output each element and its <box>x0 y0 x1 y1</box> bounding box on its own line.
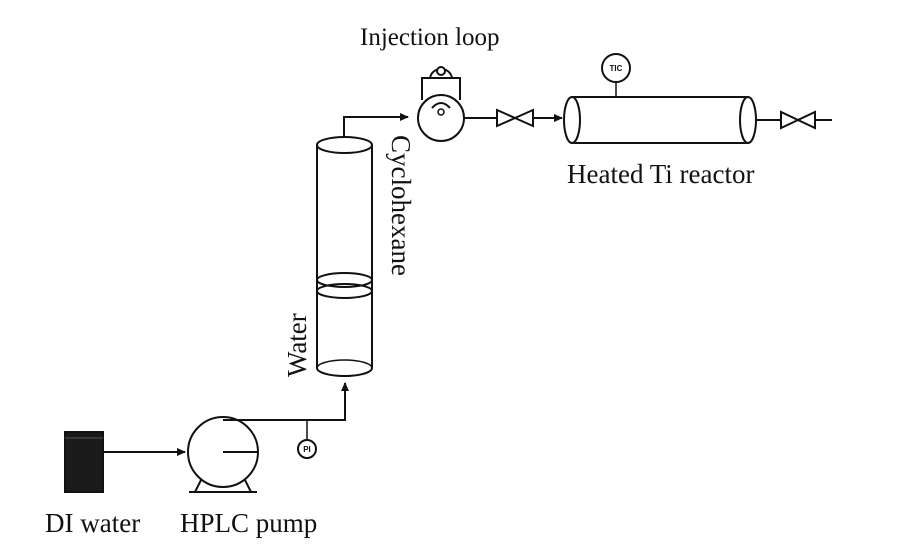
ball-valve-1-icon <box>496 108 534 128</box>
separation-column <box>316 136 373 377</box>
di-water-label: DI water <box>45 508 140 538</box>
heated-reactor-label: Heated Ti reactor <box>567 159 754 189</box>
di-water-reservoir <box>64 431 104 493</box>
injection-valve-icon <box>417 66 465 142</box>
water-label: Water <box>282 313 312 377</box>
heated-ti-reactor-icon <box>563 96 757 144</box>
pressure-indicator-label: PI <box>303 445 311 454</box>
temperature-controller-label: TIC <box>610 64 623 73</box>
cyclohexane-label: Cyclohexane <box>386 135 416 276</box>
injection-loop-label: Injection loop <box>360 24 500 51</box>
pump-discharge-line <box>258 382 349 421</box>
pressure-indicator-icon: PI <box>297 420 317 459</box>
ball-valve-2-icon <box>780 110 816 130</box>
hplc-pump-label: HPLC pump <box>180 508 317 538</box>
temperature-controller-icon: TIC <box>601 53 631 97</box>
column-outlet-line <box>343 113 409 138</box>
hplc-pump-icon <box>187 416 259 493</box>
